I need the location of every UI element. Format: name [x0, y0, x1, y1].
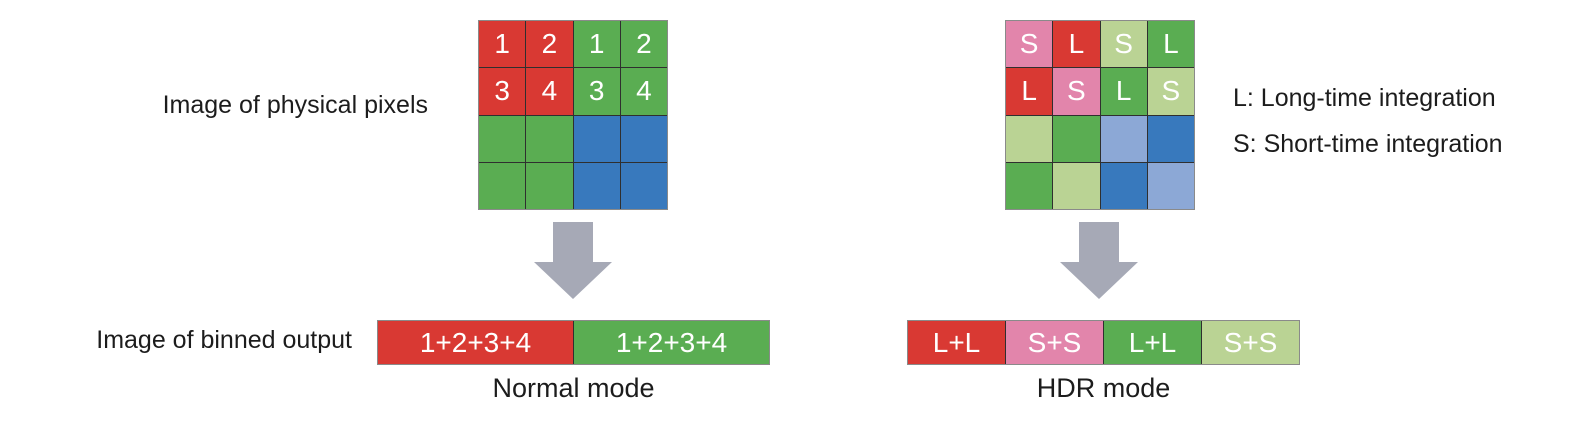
- pixel-cell: 4: [620, 68, 667, 115]
- bar-segment: 1+2+3+4: [378, 321, 573, 364]
- normal-mode-caption: Normal mode: [492, 373, 655, 403]
- pixel-cell: S: [1053, 68, 1100, 115]
- pixel-cell: 2: [620, 21, 667, 68]
- down-arrow-icon: [1060, 222, 1138, 299]
- pixel-cell: [1006, 162, 1053, 209]
- pixel-cell: 2: [526, 21, 573, 68]
- physical-pixels-label: Image of physical pixels: [162, 91, 428, 119]
- pixel-cell: [1147, 115, 1194, 162]
- pixel-cell: S: [1006, 21, 1053, 68]
- pixel-cell: [1006, 115, 1053, 162]
- hdr-mode-caption: HDR mode: [1036, 373, 1171, 403]
- pixel-cell: [479, 115, 526, 162]
- bar-segment: S+S: [1006, 321, 1103, 364]
- pixel-cell: [573, 162, 620, 209]
- pixel-cell: [620, 162, 667, 209]
- pixel-cell: [1053, 162, 1100, 209]
- pixel-cell: S: [1147, 68, 1194, 115]
- pixel-cell: 1: [479, 21, 526, 68]
- down-arrow-icon: [534, 222, 612, 299]
- binned-output-label: Image of binned output: [96, 326, 352, 354]
- pixel-cell: L: [1053, 21, 1100, 68]
- pixel-cell: S: [1100, 21, 1147, 68]
- pixel-cell: [573, 115, 620, 162]
- pixel-cell: L: [1147, 21, 1194, 68]
- bar-segment: L+L: [1104, 321, 1201, 364]
- pixel-cell: [526, 115, 573, 162]
- legend-long-integration: L: Long-time integration: [1233, 84, 1496, 112]
- pixel-cell: 3: [573, 68, 620, 115]
- bar-segment: L+L: [908, 321, 1005, 364]
- bar-segment: 1+2+3+4: [574, 321, 769, 364]
- pixel-cell: [1100, 115, 1147, 162]
- pixel-cell: 1: [573, 21, 620, 68]
- pixel-cell: [526, 162, 573, 209]
- pixel-cell: L: [1100, 68, 1147, 115]
- legend-short-integration: S: Short-time integration: [1233, 130, 1503, 158]
- pixel-cell: L: [1006, 68, 1053, 115]
- pixel-cell: [1100, 162, 1147, 209]
- pixel-cell: 4: [526, 68, 573, 115]
- pixel-cell: [1147, 162, 1194, 209]
- pixel-cell: [479, 162, 526, 209]
- pixel-cell: [620, 115, 667, 162]
- bar-segment: S+S: [1202, 321, 1299, 364]
- pixel-cell: 3: [479, 68, 526, 115]
- pixel-cell: [1053, 115, 1100, 162]
